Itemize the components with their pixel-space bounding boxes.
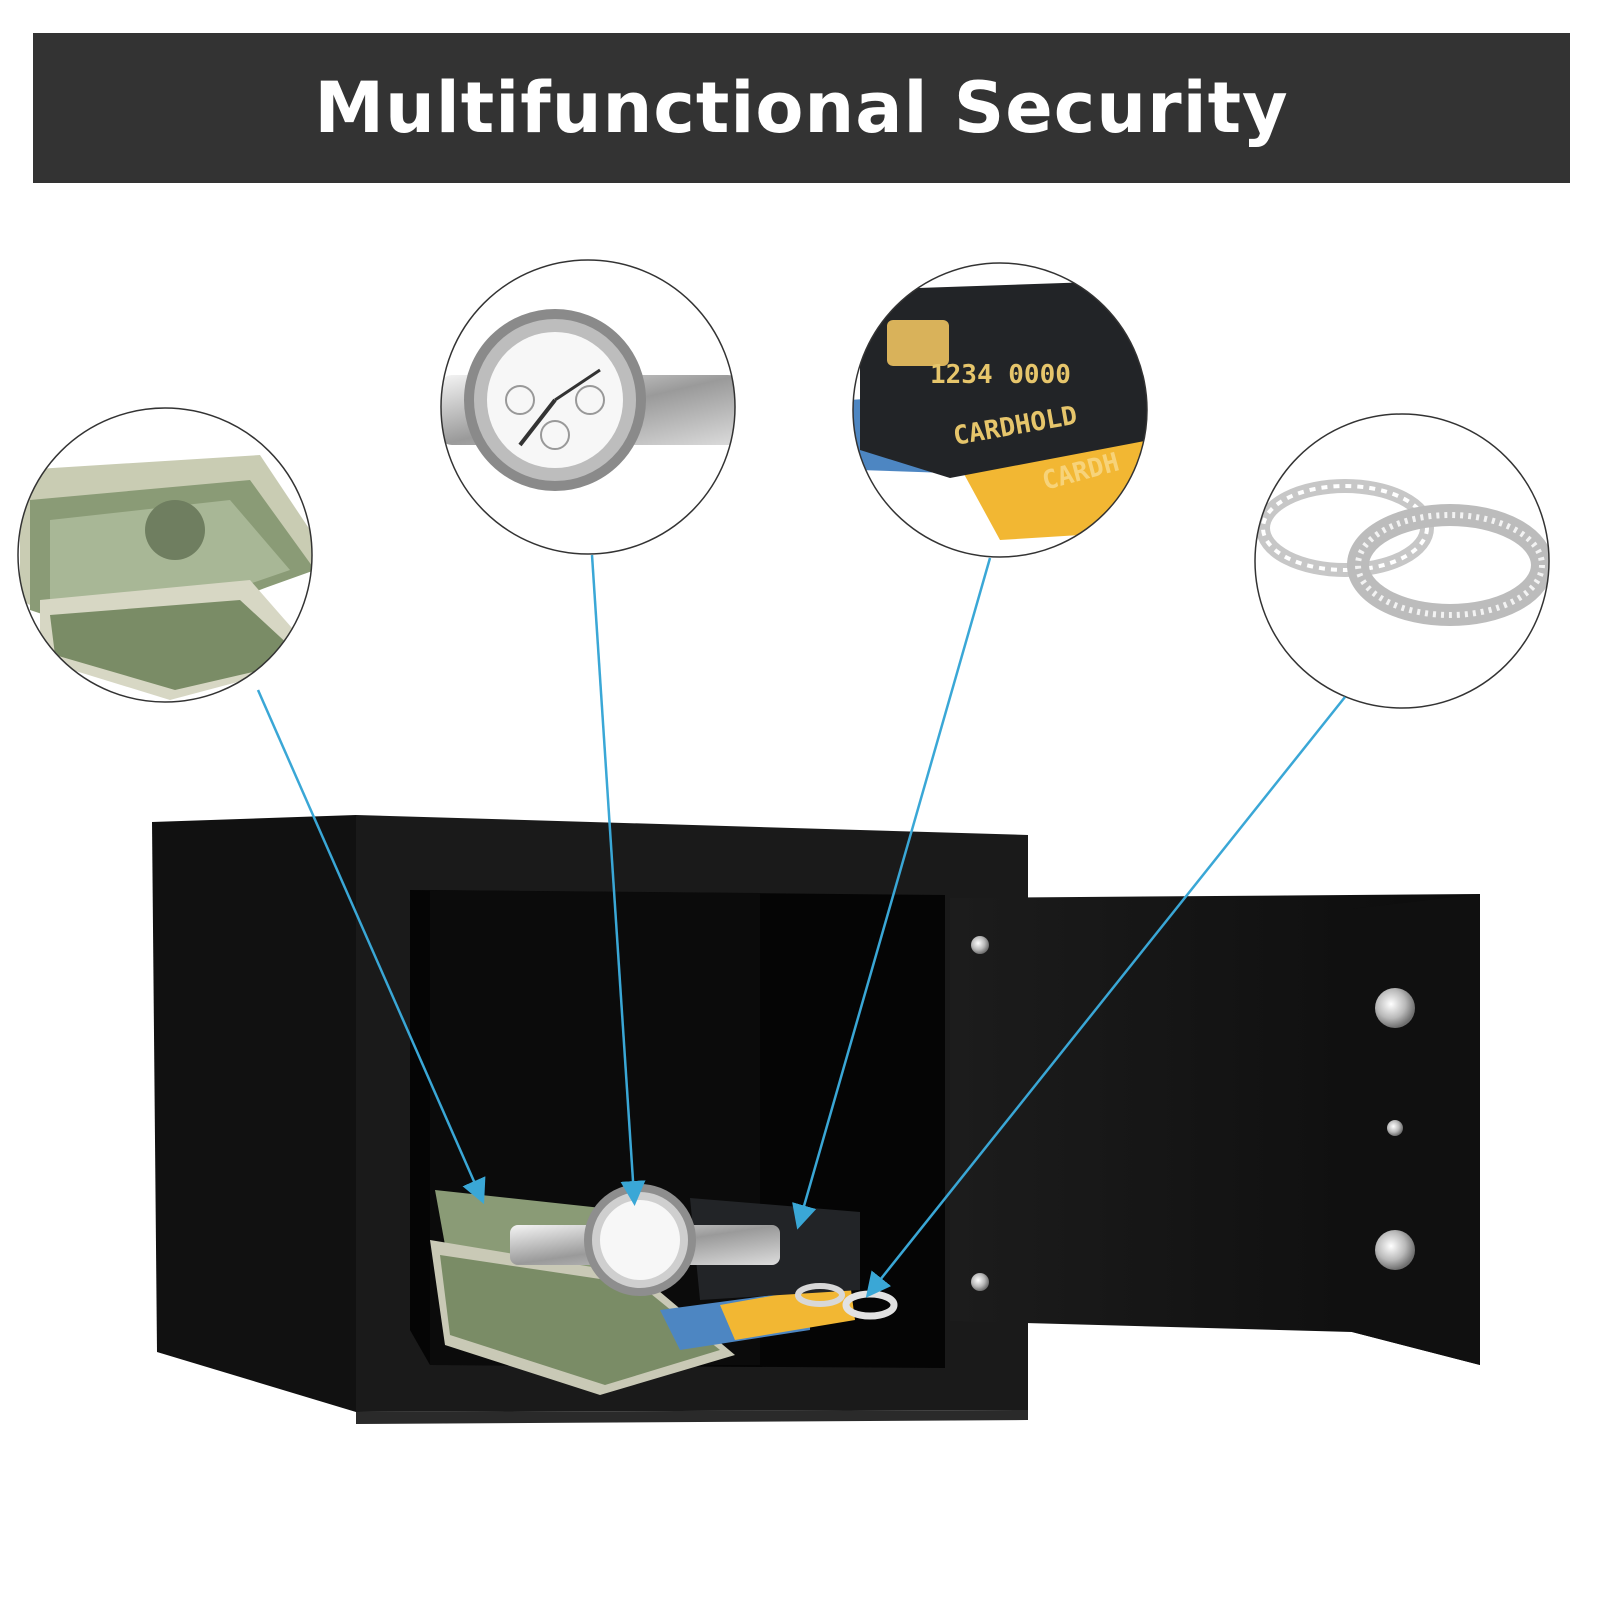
card-number: 1234 0000 — [930, 360, 1071, 390]
callout-arrows — [256, 554, 1346, 1298]
credit-card-icon: 1234 0000 CARDHOLD CARDH — [853, 280, 1147, 540]
arrow-watch — [590, 554, 646, 1206]
lock-bolt-icon — [1375, 1230, 1415, 1270]
arrow-cash — [256, 689, 486, 1205]
lock-bolt-icon — [1375, 988, 1415, 1028]
ring-icon — [1256, 479, 1549, 626]
banner-title: Multifunctional Security — [314, 67, 1289, 149]
callout-cards: 1234 0000 CARDHOLD CARDH — [852, 262, 1148, 558]
callout-watch — [440, 259, 736, 555]
arrow-cards — [792, 557, 992, 1230]
watch-icon — [441, 309, 735, 491]
arrow-rings — [865, 696, 1346, 1298]
callout-cash — [17, 407, 313, 703]
cash-icon — [20, 455, 312, 700]
callout-rings — [1254, 413, 1550, 709]
title-banner: Multifunctional Security — [33, 33, 1570, 183]
safe-contents — [430, 1184, 898, 1395]
safe-door — [950, 894, 1480, 1365]
